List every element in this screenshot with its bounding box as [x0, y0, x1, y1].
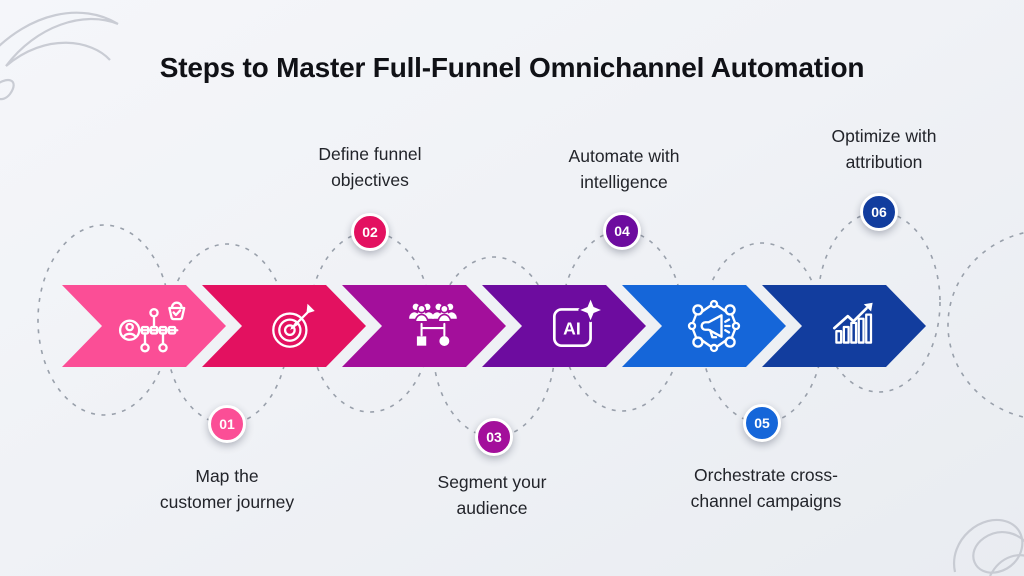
- svg-text:AI: AI: [563, 318, 581, 338]
- step-number: 04: [614, 223, 630, 239]
- corner-scribble-top-left: [0, 11, 119, 101]
- megaphone-network-icon: [687, 299, 741, 353]
- step-label-3: Segment your audience: [437, 472, 547, 518]
- step-number: 06: [871, 204, 887, 220]
- audience-segmentation-icon: [409, 303, 457, 346]
- step-number: 02: [362, 224, 378, 240]
- step-badge-5: 05: [743, 404, 781, 442]
- step-badge-3: 03: [475, 418, 513, 456]
- step-badge-4: 04: [603, 212, 641, 250]
- step-label-2: Define funnel objectives: [318, 144, 422, 190]
- step-badge-2: 02: [351, 213, 389, 251]
- step-label-1: Map the customer journey: [159, 466, 295, 512]
- customer-journey-icon: [118, 301, 186, 353]
- step-label-4: Automate with intelligence: [568, 146, 680, 192]
- corner-scribble-bottom-right: [952, 519, 1024, 576]
- growth-chart-icon: [832, 302, 873, 344]
- step-label-6: Optimize with attribution: [831, 126, 937, 172]
- step-badge-1: 01: [208, 405, 246, 443]
- step-number: 01: [219, 416, 235, 432]
- step-label-5: Orchestrate cross- channel campaigns: [690, 465, 842, 511]
- target-dart-icon: [272, 303, 315, 348]
- step-arrow-1: [62, 285, 226, 367]
- step-number: 03: [486, 429, 502, 445]
- page-title: Steps to Master Full-Funnel Omnichannel …: [159, 52, 865, 83]
- step-number: 05: [754, 415, 770, 431]
- step-arrow-5: [622, 285, 786, 367]
- ai-sparkle-icon: AI: [552, 297, 603, 348]
- step-badge-6: 06: [860, 193, 898, 231]
